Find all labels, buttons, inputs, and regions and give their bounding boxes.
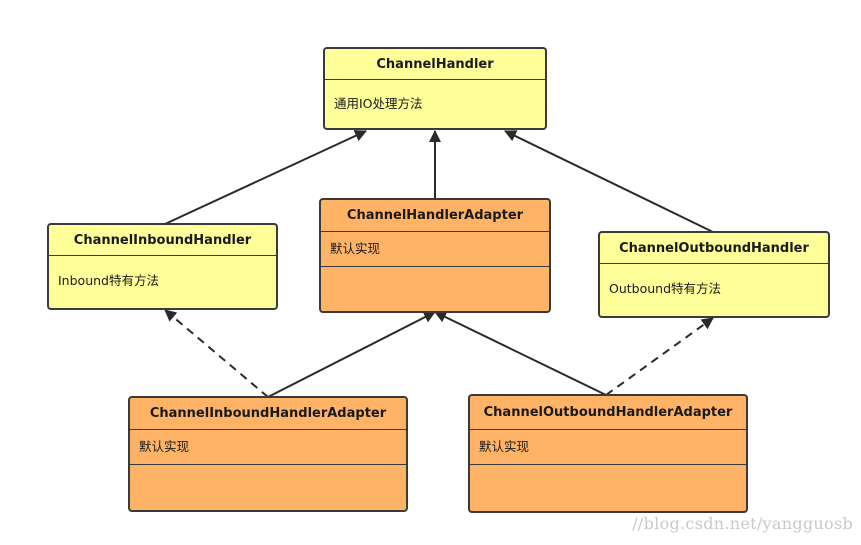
class-channel-inbound-handler-adapter: ChannelInboundHandlerAdapter 默认实现 [128, 396, 408, 512]
edge-outbound-adapter-to-adapter [434, 311, 607, 396]
class-name: ChannelHandlerAdapter [321, 200, 549, 232]
edge-inbound-adapter-to-inbound [164, 309, 269, 398]
edge-outbound-to-handler [504, 130, 714, 233]
class-attribute: 默认实现 [139, 439, 190, 454]
class-channel-outbound-handler-adapter: ChannelOutboundHandlerAdapter 默认实现 [468, 394, 748, 513]
watermark: //blog.csdn.net/yangguosb [632, 514, 853, 533]
class-attribute: Outbound特有方法 [609, 281, 722, 296]
class-channel-inbound-handler: ChannelInboundHandler Inbound特有方法 [47, 223, 278, 310]
edge-inbound-adapter-to-adapter [267, 311, 436, 398]
class-name: ChannelInboundHandlerAdapter [130, 398, 406, 430]
class-channel-handler: ChannelHandler 通用IO处理方法 [323, 47, 547, 130]
class-channel-outbound-handler: ChannelOutboundHandler Outbound特有方法 [598, 231, 830, 318]
class-operations [321, 266, 549, 311]
class-name: ChannelOutboundHandlerAdapter [470, 396, 746, 430]
class-name: ChannelOutboundHandler [600, 233, 828, 264]
class-name: ChannelHandler [325, 49, 545, 80]
edge-outbound-adapter-to-outbound [605, 317, 714, 396]
class-operations [470, 464, 746, 511]
edge-inbound-to-handler [164, 130, 367, 225]
class-attribute: 默认实现 [330, 241, 381, 256]
class-attribute: Inbound特有方法 [58, 273, 159, 288]
class-operations [130, 464, 406, 510]
class-attribute: 默认实现 [479, 439, 530, 454]
class-name: ChannelInboundHandler [49, 225, 276, 256]
class-attribute: 通用IO处理方法 [334, 96, 423, 111]
class-channel-handler-adapter: ChannelHandlerAdapter 默认实现 [319, 198, 551, 313]
